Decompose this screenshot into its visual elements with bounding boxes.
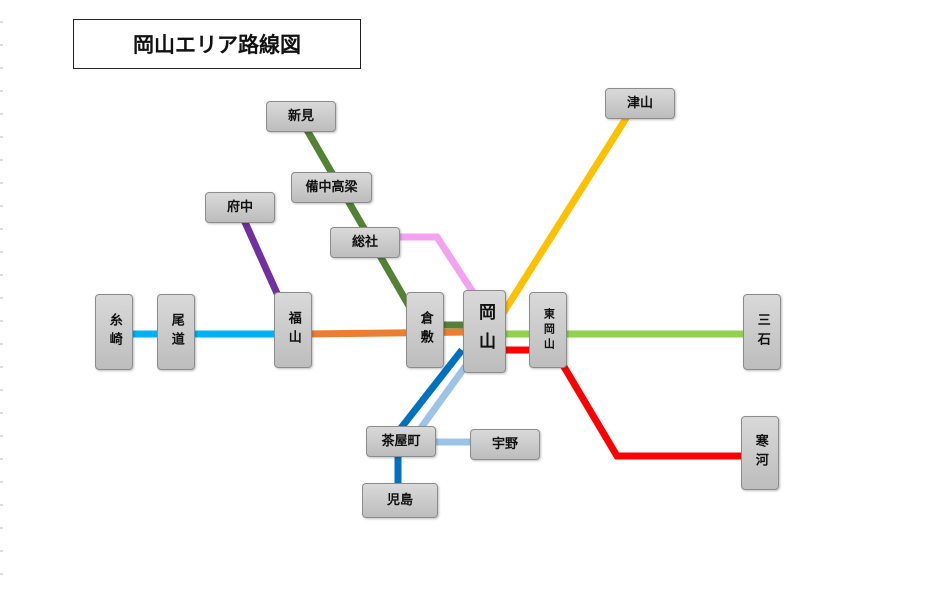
station-chayamachi-label: 茶屋町 bbox=[381, 433, 421, 449]
station-sakoh[interactable]: 寒河 bbox=[741, 416, 779, 490]
route-line-setoohashi bbox=[415, 357, 473, 435]
station-onomichi[interactable]: 尾道 bbox=[157, 294, 195, 370]
station-okayama-label: 岡山 bbox=[474, 302, 495, 361]
station-bitchu-takahashi[interactable]: 備中高梁 bbox=[291, 172, 372, 203]
route-line-tsuyama bbox=[497, 110, 633, 320]
station-higashi-okayama[interactable]: 東岡山 bbox=[529, 292, 567, 368]
route-line-sanyo-fukuyama-kurashiki bbox=[304, 328, 471, 338]
station-uno-label: 宇野 bbox=[491, 436, 518, 452]
station-tsuyama-label: 津山 bbox=[626, 95, 653, 111]
station-soja[interactable]: 総社 bbox=[330, 227, 400, 258]
station-uno[interactable]: 宇野 bbox=[470, 429, 540, 460]
station-fuchu[interactable]: 府中 bbox=[205, 192, 275, 223]
station-bitchu-takahashi-label: 備中高梁 bbox=[305, 179, 358, 195]
route-line-fukuen bbox=[240, 218, 284, 302]
map-title: 岡山エリア路線図 bbox=[73, 19, 361, 69]
station-fuchu-label: 府中 bbox=[226, 199, 253, 215]
station-fukuyama-label: 福山 bbox=[285, 311, 301, 349]
station-niimi[interactable]: 新見 bbox=[266, 101, 336, 132]
station-itozaki[interactable]: 糸崎 bbox=[95, 294, 133, 370]
station-fukuyama[interactable]: 福山 bbox=[274, 292, 312, 368]
route-line-hakubi bbox=[296, 116, 427, 332]
station-niimi-label: 新見 bbox=[287, 108, 314, 124]
station-chayamachi[interactable]: 茶屋町 bbox=[366, 426, 436, 457]
station-saishi[interactable]: 三石 bbox=[743, 294, 781, 370]
station-kojima[interactable]: 児島 bbox=[362, 483, 438, 518]
route-line-sanyo-east-2 bbox=[556, 358, 760, 460]
station-soja-label: 総社 bbox=[351, 234, 378, 250]
station-kurashiki[interactable]: 倉敷 bbox=[406, 292, 444, 368]
station-onomichi-label: 尾道 bbox=[168, 313, 184, 351]
station-higashi-okayama-label: 東岡山 bbox=[542, 307, 556, 353]
route-line-honshibisan bbox=[398, 347, 465, 431]
route-line-momotaro bbox=[398, 233, 481, 302]
station-saishi-label: 三石 bbox=[754, 313, 770, 351]
station-tsuyama[interactable]: 津山 bbox=[605, 88, 675, 119]
page-edge-ticks bbox=[0, 21, 3, 575]
station-kurashiki-label: 倉敷 bbox=[417, 311, 433, 349]
station-sakoh-label: 寒河 bbox=[752, 434, 768, 472]
station-kojima-label: 児島 bbox=[386, 492, 413, 508]
station-okayama[interactable]: 岡山 bbox=[463, 290, 506, 373]
station-itozaki-label: 糸崎 bbox=[106, 313, 122, 351]
